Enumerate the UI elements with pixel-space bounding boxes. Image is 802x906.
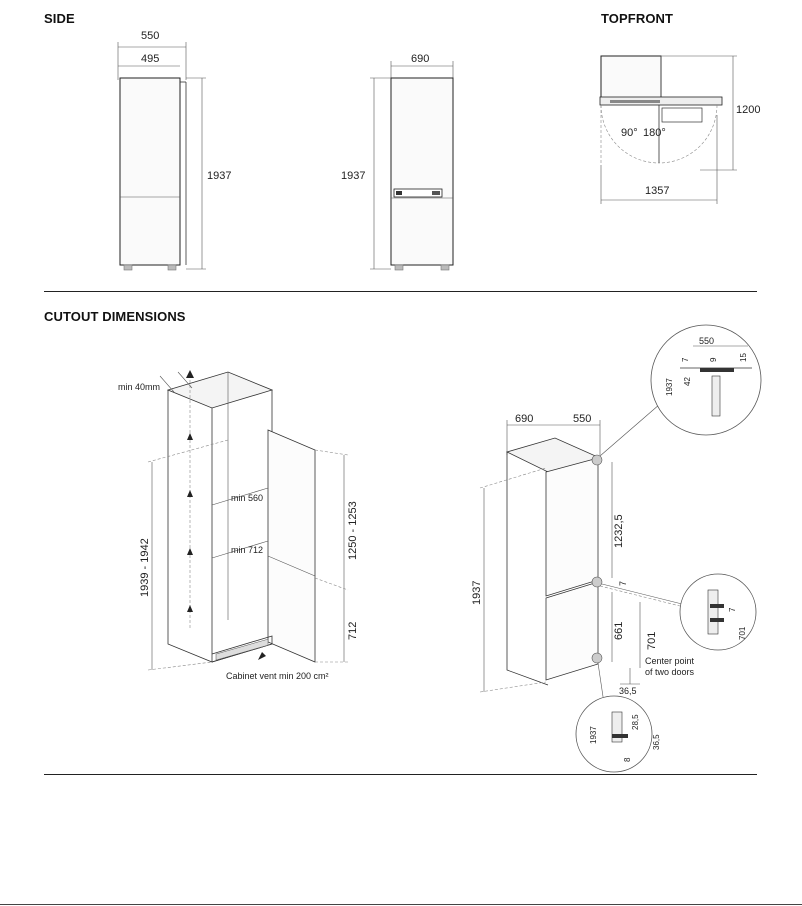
detail-top: 550 7 9 15 42 1937 xyxy=(650,324,762,436)
appliance-center-label: 701 xyxy=(646,632,658,650)
detail-bot-8: 8 xyxy=(623,757,632,762)
cutout-lower-label: 712 xyxy=(347,622,359,640)
front-height-label: 1937 xyxy=(341,170,365,182)
appliance-lower-label: 661 xyxy=(613,622,625,640)
side-view: 550 495 1937 xyxy=(117,30,231,271)
appliance-gap-label: 7 xyxy=(618,581,628,586)
appliance-depth-label: 550 xyxy=(573,413,591,425)
detail-mid-701: 701 xyxy=(738,626,747,640)
detail-top-1937: 1937 xyxy=(665,378,674,396)
front-view: 690 1937 xyxy=(341,53,454,271)
detail-top-42: 42 xyxy=(683,377,692,386)
detail-top-550: 550 xyxy=(699,336,714,346)
appliance-height-label: 1937 xyxy=(471,581,483,605)
topfront-angle-left: 90° xyxy=(621,127,638,139)
cutout-height-range-label: 1939 - 1942 xyxy=(139,538,151,597)
center-note-line1: Center point xyxy=(645,656,695,666)
detail-top-9: 9 xyxy=(709,357,718,362)
cutout-section-title: CUTOUT DIMENSIONS xyxy=(44,309,186,324)
airflow-arrows xyxy=(186,370,266,660)
page-bottom-edge xyxy=(0,904,802,905)
detail-bot-28: 28,5 xyxy=(631,714,640,730)
cutout-cabinet-view: min 40mm min 560 min 712 1939 - 1942 125… xyxy=(118,370,359,681)
detail-bottom: 1937 28,5 36,5 8 xyxy=(575,695,661,773)
topfront-angle-right: 180° xyxy=(643,127,666,139)
cutout-min-depth-label: min 712 xyxy=(231,545,263,555)
side-width-outer-label: 550 xyxy=(141,30,159,42)
cutout-min-width-label: min 560 xyxy=(231,493,263,503)
cutout-upper-range-label: 1250 - 1253 xyxy=(347,501,359,560)
front-width-label: 690 xyxy=(411,53,429,65)
section-divider-top xyxy=(44,291,757,292)
detail-top-15: 15 xyxy=(739,353,748,362)
topfront-width-label: 1357 xyxy=(645,185,669,197)
detail-bot-1937: 1937 xyxy=(589,726,598,744)
detail-bot-36: 36,5 xyxy=(652,734,661,750)
cutout-min-top-label: min 40mm xyxy=(118,382,160,392)
cutout-appliance-view: 690 550 1937 1232,5 661 701 Center point… xyxy=(471,403,695,711)
center-note-line2: of two doors xyxy=(645,667,695,677)
side-width-inner-label: 495 xyxy=(141,53,159,65)
appliance-width-label: 690 xyxy=(515,413,533,425)
cutout-vent-label: Cabinet vent min 200 cm² xyxy=(226,671,329,681)
detail-top-7: 7 xyxy=(681,357,690,362)
side-section-title: SIDE xyxy=(44,11,75,26)
topfront-section-title: TOPFRONT xyxy=(601,11,674,26)
section-divider-bottom xyxy=(44,774,757,775)
appliance-bottom-label: 36,5 xyxy=(619,686,637,696)
detail-middle: 7 701 xyxy=(679,573,757,651)
detail-mid-7: 7 xyxy=(728,607,737,612)
side-height-label: 1937 xyxy=(207,170,231,182)
appliance-upper-label: 1232,5 xyxy=(613,514,625,548)
topfront-view: 90° 180° 1200 1357 xyxy=(599,55,760,204)
topfront-depth-label: 1200 xyxy=(736,104,760,116)
